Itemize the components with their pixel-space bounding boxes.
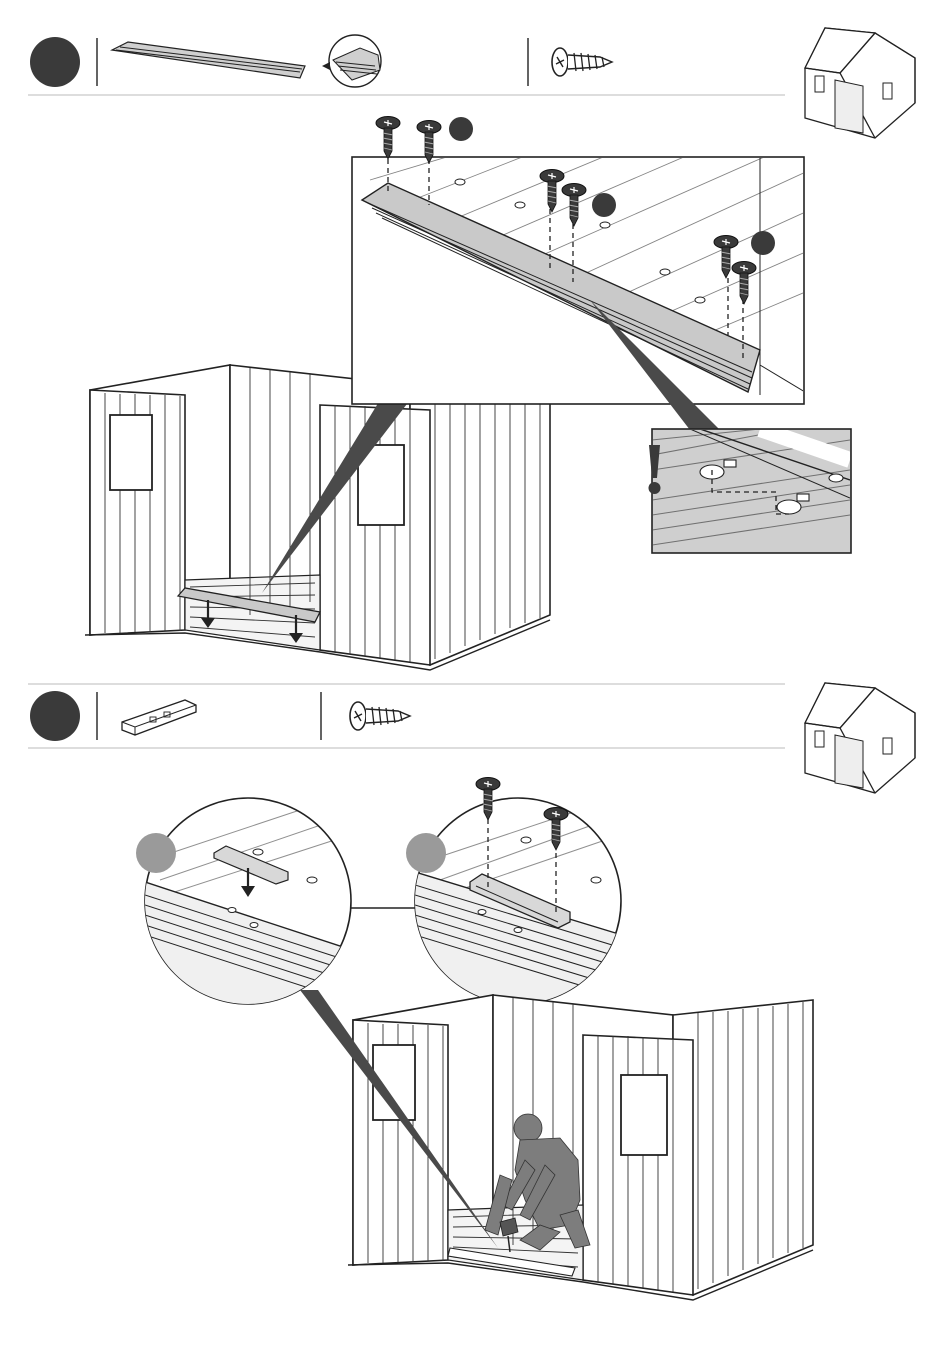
threshold-strip-part	[112, 42, 305, 78]
shed-thumbnail-icon	[805, 683, 915, 793]
step-1-marker	[30, 37, 80, 87]
step-2-header	[28, 683, 915, 793]
callout-marker	[751, 231, 775, 255]
step-1-header	[28, 28, 915, 138]
screw-icon	[552, 48, 612, 76]
connector-bracket-part	[122, 700, 196, 735]
step-1-illustration	[85, 365, 550, 670]
step-2-detail-a	[136, 798, 415, 1010]
detail-marker	[406, 833, 446, 873]
step-2-detail-b	[406, 778, 622, 1011]
threshold-detail-icon	[322, 35, 381, 87]
callout-marker	[449, 117, 473, 141]
detail-marker	[136, 833, 176, 873]
shed-thumbnail-icon	[805, 28, 915, 138]
callout-marker	[592, 193, 616, 217]
step-1-zoom-detail	[352, 117, 810, 431]
warning-detail	[649, 429, 852, 553]
shed-illustration	[348, 995, 813, 1300]
step-2-illustration	[300, 990, 813, 1300]
step-2-marker	[30, 691, 80, 741]
screw-icon	[350, 702, 410, 730]
screw-icon	[376, 117, 400, 160]
